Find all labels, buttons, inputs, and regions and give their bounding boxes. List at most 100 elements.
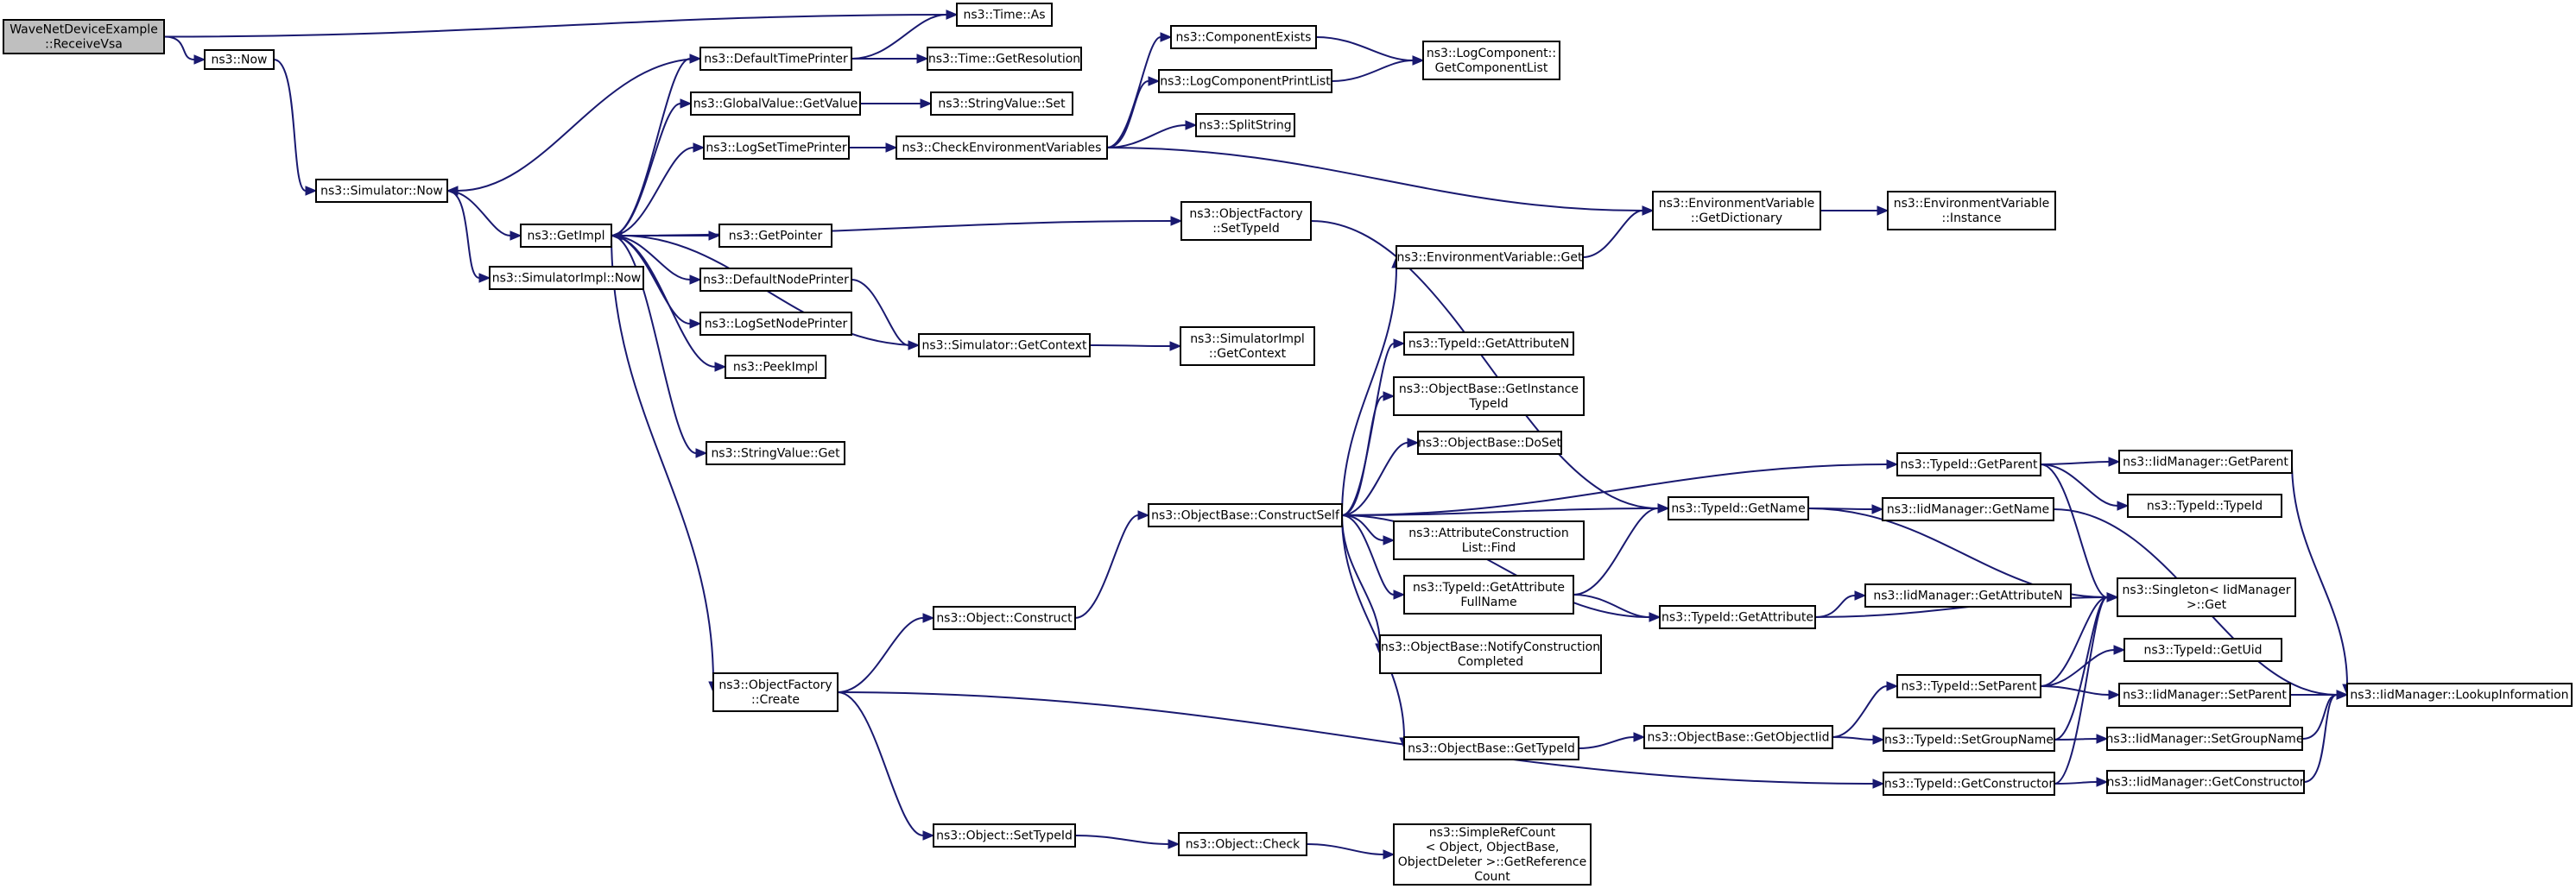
graph-node-label: ns3::LogSetNodePrinter xyxy=(705,318,848,331)
graph-node-box xyxy=(1403,575,1574,615)
graph-node-typeid-getparent[interactable]: ns3::TypeId::GetParent xyxy=(1896,452,2041,476)
graph-node-typeid-getattribute[interactable]: ns3::TypeId::GetAttribute xyxy=(1659,605,1816,629)
graph-node-label: ns3::CheckEnvironmentVariables xyxy=(902,142,1102,155)
graph-node-iidmanager-getconstructor[interactable]: ns3::IidManager::GetConstructor xyxy=(2106,770,2305,794)
graph-node-objectbase-gettypeid[interactable]: ns3::ObjectBase::GetTypeId xyxy=(1403,736,1579,760)
graph-node-label: ns3::Singleton< IidManager xyxy=(2123,583,2291,597)
graph-node-typeid-typeid[interactable]: ns3::TypeId::TypeId xyxy=(2127,494,2282,518)
edge-typeid-setparent-to-typeid-getuid xyxy=(2040,645,2126,687)
graph-node-objectbase-constructself[interactable]: ns3::ObjectBase::ConstructSelf xyxy=(1148,503,1343,527)
graph-node-label: ns3::TypeId::GetAttributeN xyxy=(1408,337,1569,351)
graph-node-box xyxy=(1896,674,2041,698)
graph-node-iidmanager-getattributen[interactable]: ns3::IidManager::GetAttributeN xyxy=(1864,583,2072,608)
graph-node-get-pointer[interactable]: ns3::GetPointer xyxy=(718,224,832,248)
graph-node-log-set-node-printer[interactable]: ns3::LogSetNodePrinter xyxy=(699,312,852,336)
graph-node-iidmanager-lookupinformation[interactable]: ns3::IidManager::LookupInformation xyxy=(2346,683,2573,707)
graph-node-box xyxy=(933,823,1076,848)
graph-node-label: ns3::LogSetTimePrinter xyxy=(706,142,847,155)
graph-node-label: ::ReceiveVsa xyxy=(45,38,123,52)
graph-node-label: ns3::ObjectBase::ConstructSelf xyxy=(1151,509,1340,523)
graph-node-envvar-instance[interactable]: ns3::EnvironmentVariable::Instance xyxy=(1887,191,2056,230)
edge-typeid-setgroupname-to-singleton-get xyxy=(2054,592,2119,741)
graph-node-box xyxy=(725,355,826,379)
graph-node-box xyxy=(1422,41,1560,80)
graph-node-typeid-getconstructor[interactable]: ns3::TypeId::GetConstructor xyxy=(1883,772,2055,796)
graph-node-label: ns3::Time::GetResolution xyxy=(928,53,1080,66)
graph-node-stringvalue-get[interactable]: ns3::StringValue::Get xyxy=(706,441,845,465)
graph-node-objectbase-getobjectiid[interactable]: ns3::ObjectBase::GetObjectIid xyxy=(1643,725,1833,749)
graph-node-box xyxy=(315,179,448,203)
edge-default-time-printer-to-time-as xyxy=(851,9,959,60)
graph-node-box xyxy=(718,224,832,248)
graph-node-box xyxy=(896,136,1108,160)
graph-node-objectfactory-create[interactable]: ns3::ObjectFactory::Create xyxy=(712,672,839,712)
graph-node-peek-impl[interactable]: ns3::PeekImpl xyxy=(725,355,826,379)
graph-node-object-construct[interactable]: ns3::Object::Construct xyxy=(933,606,1076,630)
graph-node-typeid-getattributen[interactable]: ns3::TypeId::GetAttributeN xyxy=(1403,331,1574,356)
graph-node-iidmanager-setparent[interactable]: ns3::IidManager::SetParent xyxy=(2118,683,2291,707)
edge-getimpl-to-log-set-time-printer xyxy=(611,142,706,236)
edge-check-env-vars-to-split-string xyxy=(1106,120,1198,148)
graph-node-typeid-setgroupname[interactable]: ns3::TypeId::SetGroupName xyxy=(1883,728,2055,752)
graph-node-now[interactable]: ns3::Now xyxy=(204,49,275,70)
edge-typeid-getattributefullname-to-typeid-getattribute xyxy=(1573,594,1661,622)
edge-sim-now-to-simimpl-now xyxy=(446,190,491,283)
graph-node-objectbase-notifyconstructioncompleted[interactable]: ns3::ObjectBase::NotifyConstructionCompl… xyxy=(1379,634,1602,674)
graph-node-time-getresolution[interactable]: ns3::Time::GetResolution xyxy=(927,47,1082,71)
graph-node-label: ns3::EnvironmentVariable xyxy=(1894,197,2050,211)
graph-node-typeid-setparent[interactable]: ns3::TypeId::SetParent xyxy=(1896,674,2041,698)
graph-node-iidmanager-setgroupname[interactable]: ns3::IidManager::SetGroupName xyxy=(2106,727,2304,751)
graph-node-envvar-get[interactable]: ns3::EnvironmentVariable::Get xyxy=(1396,245,1584,269)
graph-node-split-string[interactable]: ns3::SplitString xyxy=(1195,113,1295,137)
graph-node-box xyxy=(690,91,861,116)
graph-node-typeid-getuid[interactable]: ns3::TypeId::GetUid xyxy=(2123,638,2282,662)
graph-node-default-time-printer[interactable]: ns3::DefaultTimePrinter xyxy=(699,47,852,71)
graph-node-simimpl-getcontext[interactable]: ns3::SimulatorImpl::GetContext xyxy=(1180,326,1315,366)
graph-node-label: TypeId xyxy=(1468,397,1508,411)
graph-node-label: ns3::StringValue::Set xyxy=(938,98,1066,111)
graph-node-sim-now[interactable]: ns3::Simulator::Now xyxy=(315,179,448,203)
graph-node-label: ObjectDeleter >::GetReference xyxy=(1398,855,1586,869)
graph-node-globalvalue-getvalue[interactable]: ns3::GlobalValue::GetValue xyxy=(690,91,861,116)
graph-node-receive[interactable]: WaveNetDeviceExample::ReceiveVsa xyxy=(3,19,165,54)
graph-node-default-node-printer[interactable]: ns3::DefaultNodePrinter xyxy=(699,268,852,292)
graph-node-iidmanager-getname[interactable]: ns3::IidManager::GetName xyxy=(1882,497,2054,521)
graph-node-singleton-get[interactable]: ns3::Singleton< IidManager >::Get xyxy=(2117,577,2296,617)
graph-node-box xyxy=(1393,376,1585,416)
edge-objectfactory-create-to-typeid-getconstructor xyxy=(837,691,1885,789)
graph-node-time-as[interactable]: ns3::Time::As xyxy=(956,3,1053,27)
graph-node-objectfactory-settypeid[interactable]: ns3::ObjectFactory::SetTypeId xyxy=(1180,201,1312,241)
graph-node-envvar-getdictionary[interactable]: ns3::EnvironmentVariable::GetDictionary xyxy=(1652,191,1821,230)
graph-node-getimpl[interactable]: ns3::GetImpl xyxy=(520,224,612,248)
graph-node-log-component-print-list[interactable]: ns3::LogComponentPrintList xyxy=(1158,69,1332,93)
graph-node-box xyxy=(2346,683,2573,707)
graph-node-objectbase-doset[interactable]: ns3::ObjectBase::DoSet xyxy=(1417,431,1562,455)
graph-node-box xyxy=(1643,725,1833,749)
graph-node-box xyxy=(2118,450,2293,474)
graph-node-label: ns3::Simulator::GetContext xyxy=(921,339,1087,353)
graph-node-typeid-getname[interactable]: ns3::TypeId::GetName xyxy=(1668,496,1809,520)
graph-node-log-set-time-printer[interactable]: ns3::LogSetTimePrinter xyxy=(703,136,850,160)
graph-node-box xyxy=(1883,728,2055,752)
graph-node-object-check[interactable]: ns3::Object::Check xyxy=(1178,832,1307,856)
graph-node-iidmanager-getparent[interactable]: ns3::IidManager::GetParent xyxy=(2118,450,2293,474)
edge-typeid-getconstructor-to-iidmanager-getconstructor xyxy=(2054,777,2109,787)
graph-node-component-exists[interactable]: ns3::ComponentExists xyxy=(1170,25,1317,49)
graph-node-check-env-vars[interactable]: ns3::CheckEnvironmentVariables xyxy=(896,136,1108,160)
graph-node-stringvalue-set[interactable]: ns3::StringValue::Set xyxy=(930,91,1073,116)
graph-node-box xyxy=(1396,245,1584,269)
graph-node-label: ns3::IidManager::SetGroupName xyxy=(2106,733,2304,747)
edge-receive-to-time-as xyxy=(163,9,959,38)
graph-node-simplerefcount-getreferencecount[interactable]: ns3::SimpleRefCount< Object, ObjectBase,… xyxy=(1393,823,1592,886)
graph-node-simimpl-now[interactable]: ns3::SimulatorImpl::Now xyxy=(489,266,644,290)
graph-node-logcomponent-getcomponentlist[interactable]: ns3::LogComponent::GetComponentList xyxy=(1422,41,1560,80)
graph-node-box xyxy=(3,19,165,54)
edge-globalvalue-getvalue-to-stringvalue-set xyxy=(860,98,933,109)
graph-node-box xyxy=(1417,431,1562,455)
graph-node-object-settypeid[interactable]: ns3::Object::SetTypeId xyxy=(933,823,1076,848)
graph-node-sim-getcontext[interactable]: ns3::Simulator::GetContext xyxy=(918,333,1091,357)
